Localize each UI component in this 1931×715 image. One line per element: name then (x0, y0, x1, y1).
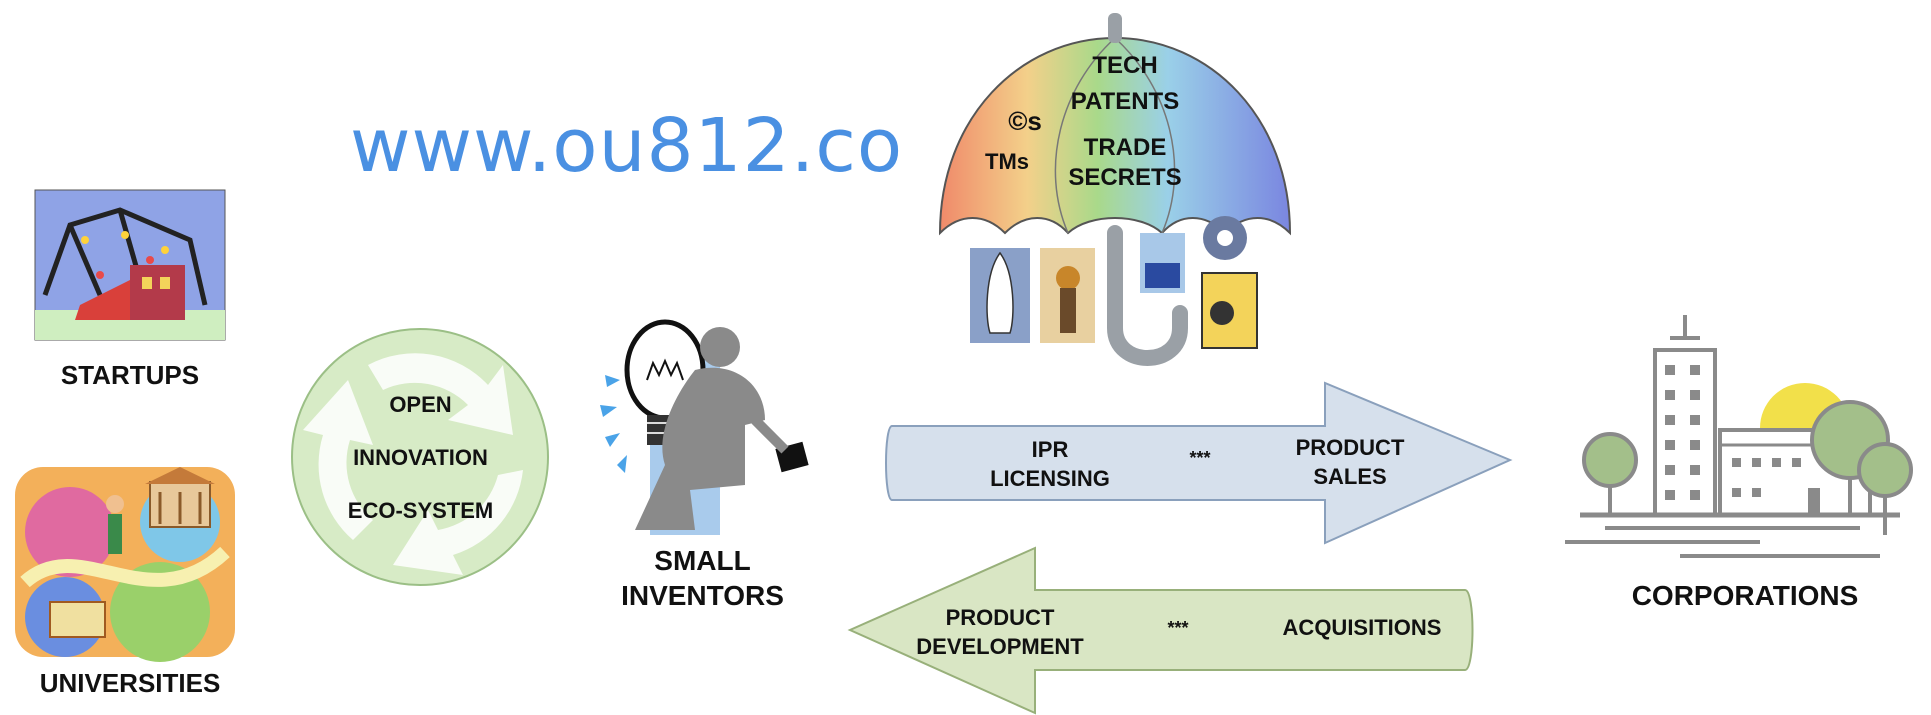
umbrella-image (930, 8, 1300, 370)
umbrella-trade: TRADE (1083, 134, 1167, 161)
ecosystem-line-2: INNOVATION (353, 445, 488, 470)
startups-image (34, 189, 226, 341)
ecosystem-line-3: ECO-SYSTEM (347, 498, 494, 523)
website-url: www.ou812.co (350, 103, 904, 189)
arrow-right-right-line-2: SALES (1313, 464, 1387, 489)
umbrella-trademarks: TMs (985, 149, 1029, 174)
arrow-left-right-text: ACQUISITIONS (1282, 615, 1442, 640)
arrow-left-separator: *** (1167, 618, 1189, 638)
arrow-right-separator: *** (1189, 448, 1211, 468)
arrow-right-left-text: IPR LICENSING (960, 435, 1140, 493)
arrow-right-left-line-2: LICENSING (990, 466, 1110, 491)
universities-label: UNIVERSITIES (39, 668, 221, 698)
arrow-right-left-line-1: IPR (1031, 437, 1069, 462)
arrow-right-right-text: PRODUCT SALES (1265, 433, 1435, 491)
arrow-left (847, 546, 1474, 715)
universities-image (15, 467, 235, 662)
inventors-line-2: INVENTORS (621, 580, 784, 611)
ecosystem-line-1: OPEN (389, 392, 452, 417)
arrow-left-left-line-2: DEVELOPMENT (916, 634, 1084, 659)
recycle-icon (291, 328, 549, 586)
arrow-right-right-line-1: PRODUCT (1295, 435, 1405, 460)
arrow-right (885, 381, 1513, 545)
inventors-line-1: SMALL (654, 545, 751, 576)
arrow-left-left-text: PRODUCT DEVELOPMENT (895, 603, 1105, 661)
umbrella-secrets: SECRETS (1068, 164, 1182, 191)
umbrella-copyrights: ©s (1008, 106, 1042, 136)
startups-label: STARTUPS (60, 360, 200, 390)
arrow-left-left-line-1: PRODUCT (945, 605, 1055, 630)
corporations-building-image (1565, 315, 1913, 558)
umbrella-patents: PATENTS (1070, 88, 1180, 115)
umbrella-tech: TECH (1092, 52, 1158, 79)
lightbulb-inventor-image (600, 319, 809, 535)
corporations-label: CORPORATIONS (1631, 580, 1859, 611)
